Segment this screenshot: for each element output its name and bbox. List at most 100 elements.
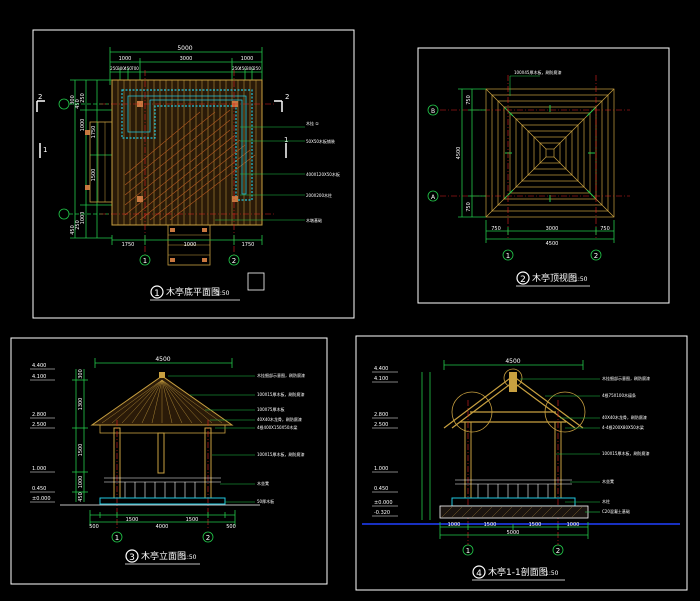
plan-note-3: 400X120X50木板 <box>306 171 340 177</box>
sec-dim-b-total: 5000 <box>507 530 520 536</box>
sec-king-post <box>509 372 517 392</box>
plan-section-mark-1-left: 1 <box>43 146 47 154</box>
elev-level-4: 2.500 <box>32 422 46 428</box>
elev-dim-v-5: 450 <box>78 492 84 502</box>
sec-axis-2: 2 <box>556 547 560 555</box>
elev-roof-boards <box>101 379 223 424</box>
plan-dim-left-9: 450 <box>70 225 76 235</box>
sec-level-6: 0.450 <box>374 486 388 492</box>
plan-dim-small-8: 250 <box>253 66 261 71</box>
elev-dim-v-1: 300 <box>78 369 84 379</box>
plan-dim-top-2: 3000 <box>180 56 193 62</box>
plan-dim-small-4: 700 <box>131 66 139 71</box>
plan-dim-top-1: 1000 <box>119 56 132 62</box>
plan-deck <box>111 79 263 226</box>
plan-dim-left-6: 1500 <box>91 169 97 182</box>
elev-title-number: 3 <box>129 553 135 563</box>
sec-axis-1: 1 <box>466 547 470 555</box>
elev-dim-b-2: 1500 <box>126 517 139 523</box>
plan-bench-inner <box>127 95 247 195</box>
elev-note-2: 100X15厚木板，刷防腐漆 <box>257 391 304 397</box>
roof-dim-left-1: 750 <box>466 95 472 105</box>
roof-drawing: 750 4500 750 B A 750 3000 750 4500 1 2 1… <box>417 47 670 304</box>
sec-dim-top: 4500 <box>505 358 520 365</box>
roof-dim-bottom-1: 750 <box>491 226 501 232</box>
plan-dim-bottom-2: 1000 <box>184 242 197 248</box>
elev-dim-v-2: 1300 <box>78 398 84 411</box>
roof-frame <box>417 47 670 304</box>
elev-note-3: 100X75厚木板 <box>257 406 284 412</box>
sec-level-7: ±0.000 <box>374 500 393 506</box>
plan-note-5: 木墩基础 <box>306 217 322 223</box>
plan-title: 木亭底平面图 <box>166 286 220 298</box>
sec-level-2: 4.100 <box>374 376 388 382</box>
elev-title: 木亭立面图 <box>141 550 186 562</box>
sec-note-8: C20混凝土基础 <box>602 508 630 514</box>
plan-blank-box <box>247 272 265 291</box>
plan-dim-bottom-3: 1750 <box>242 242 255 248</box>
elev-axis-1: 1 <box>115 534 119 542</box>
plan-dim-small-6: 450 <box>239 66 247 71</box>
section-drawing: 4.400 4.100 2.800 2.500 1.000 0.450 ±0.0… <box>355 335 688 591</box>
sec-foundation <box>439 505 589 519</box>
plan-dim-left-1: 300 <box>70 95 76 105</box>
sec-detail-circle-top <box>503 368 523 388</box>
plan-dim-small-1: 250 <box>110 66 118 71</box>
roof-title-scale: 1:50 <box>574 276 588 283</box>
elev-note-1: 木挂细部示意图，刷防腐漆 <box>257 372 305 378</box>
elev-note-8: 50厚木板 <box>257 498 274 504</box>
roof-axis-2: 2 <box>594 252 598 260</box>
elev-note-5: 4根400X150X50木梁 <box>257 424 297 430</box>
elevation-frame <box>10 337 328 585</box>
plan-section-mark-2-left: 2 <box>38 93 42 101</box>
elev-dim-v-3: 1500 <box>78 444 84 457</box>
elev-note-7: 木坐凳 <box>257 480 269 486</box>
roof-title-number: 2 <box>520 275 526 285</box>
plan-note-1: 木挂 ① <box>306 120 319 126</box>
sec-note-4: 4-4根200X80X50木梁 <box>602 424 644 430</box>
elev-note-6: 100X15厚木板，刷防腐漆 <box>257 451 304 457</box>
roof-row-a: A <box>431 194 436 201</box>
elev-dim-top: 4500 <box>155 356 170 363</box>
sec-level-4: 2.500 <box>374 422 388 428</box>
roof-dim-left-2: 4500 <box>456 147 462 160</box>
elev-level-5: 1.000 <box>32 466 46 472</box>
plan-dim-small-5: 250 <box>232 66 240 71</box>
roof-axis-1: 1 <box>506 252 510 260</box>
sec-level-3: 2.800 <box>374 412 388 418</box>
elevation-drawing: 4.400 4.100 2.800 2.500 1.000 0.450 ±0.0… <box>10 337 328 585</box>
plan-dim-bottom-1: 1750 <box>122 242 135 248</box>
plan-left-step <box>89 121 113 203</box>
elev-level-3: 2.800 <box>32 412 46 418</box>
sec-title-number: 4 <box>476 569 482 579</box>
elev-axis-2: 2 <box>206 534 210 542</box>
plan-note-4: 200X200木柱 <box>306 192 332 198</box>
sec-level-1: 4.400 <box>374 366 388 372</box>
plan-axis-2: 2 <box>232 257 236 265</box>
sec-level-8: -0.320 <box>374 510 390 516</box>
plan-title-scale: 1:50 <box>216 290 230 297</box>
elev-dim-v-4: 1000 <box>78 476 84 489</box>
sec-note-5: 100X15厚木板，刷防腐漆 <box>602 450 649 456</box>
sec-dim-b-2: 1500 <box>484 522 497 528</box>
roof-top-note: 100X45厚木板，刷防腐漆 <box>514 69 561 75</box>
elev-level-7: ±0.000 <box>32 496 51 502</box>
sec-detail-circle-left <box>451 391 493 433</box>
elev-dim-b-5: 500 <box>226 524 236 530</box>
roof-row-b: B <box>431 108 435 115</box>
plan-dim-left-3: 1000 <box>80 119 86 132</box>
elev-finial <box>159 372 165 378</box>
elev-level-2: 4.100 <box>32 374 46 380</box>
elev-dim-b-3: 4000 <box>156 524 169 530</box>
sec-dim-b-1: 1000 <box>448 522 461 528</box>
elev-dim-b-1: 500 <box>89 524 99 530</box>
plan-axis-1: 1 <box>143 257 147 265</box>
plan-dim-top-3: 1000 <box>241 56 254 62</box>
plan-section-mark-2-right: 2 <box>285 93 289 101</box>
plan-frame <box>32 29 355 319</box>
sec-dim-b-3: 1500 <box>529 522 542 528</box>
roof-dim-bottom-3: 750 <box>600 226 610 232</box>
sec-level-5: 1.000 <box>374 466 388 472</box>
